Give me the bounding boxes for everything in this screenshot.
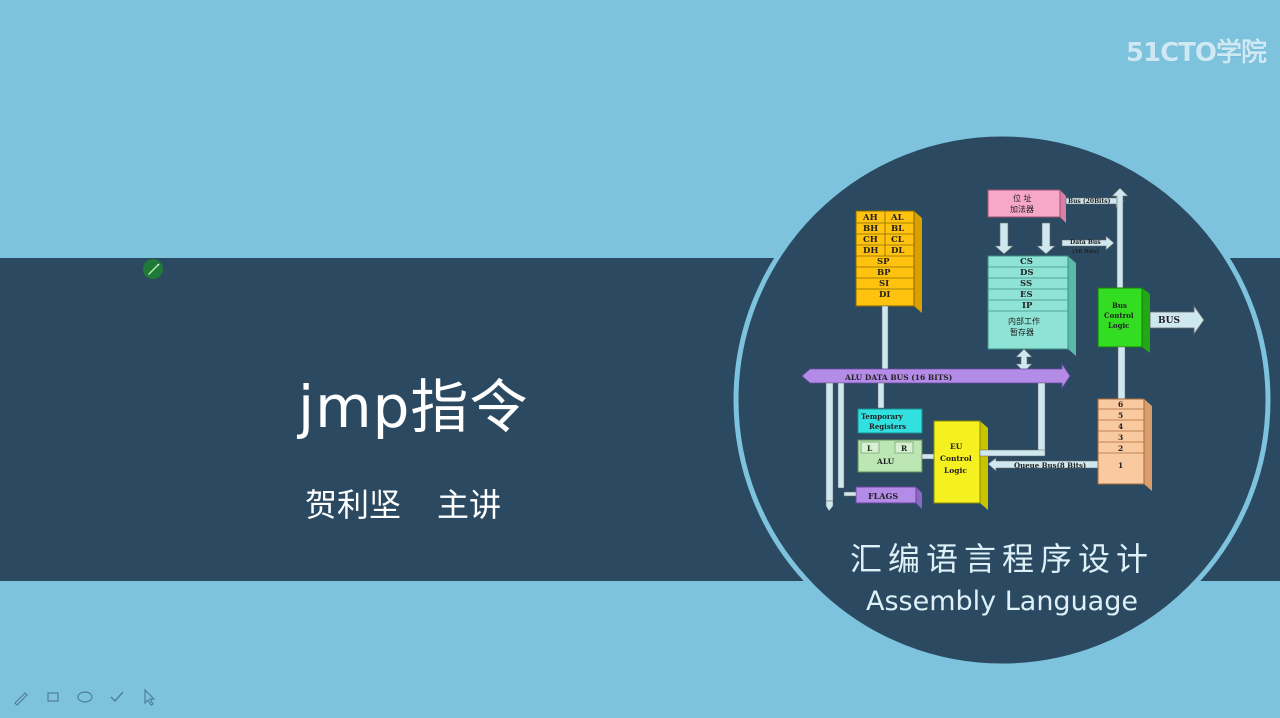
bus-control-2: Control [1104,311,1134,320]
alu-label: ALU [876,457,895,466]
temp-regs-1: Temporary [861,412,904,421]
queue-slot-6: 6 [1118,400,1123,409]
alu: L R ALU [857,439,923,473]
reg-bp: BP [877,268,891,278]
alu-data-bus-label: ALU DATA BUS (16 BITS) [844,373,952,382]
segment-registers: CS DS SS ES IP 内部工作 暂存器 [987,255,1076,356]
course-title-cn: 汇编语言程序设计 [850,540,1154,578]
bus-control-logic: Bus Control Logic [1097,287,1150,353]
course-title-en: Assembly Language [866,586,1138,617]
queue-slot-3: 3 [1118,433,1123,442]
reg-bh: BH [863,224,878,234]
circle-icon[interactable] [74,686,96,708]
alu-data-bus: ALU DATA BUS (16 BITS) [801,362,1071,390]
queue-slot-5: 5 [1118,411,1123,420]
reg-ah: AH [862,213,878,223]
seg-ds: DS [1020,268,1034,278]
eraser-icon[interactable] [42,686,64,708]
pen-icon[interactable] [10,686,32,708]
queue-bus-label: Queue Bus(8 Bits) [1014,461,1086,470]
presenter-name: 贺利坚 [305,486,402,524]
course-badge: AH AL BH BL CH CL DH DL SP BP SI DI 位 址 加法器 [730,128,1275,673]
flags-label: FLAGS [868,491,898,501]
seg-es: ES [1020,290,1033,300]
alu-l: L [867,444,873,453]
seg-ss: SS [1020,279,1032,289]
reg-sp: SP [877,257,890,267]
eu-control-logic: EU Control Logic [933,420,988,510]
seg-cs: CS [1020,257,1033,267]
bus-20-label: Bus (20Bits) [1068,198,1111,205]
queue-slot-4: 4 [1118,422,1123,431]
alu-r: R [901,444,908,453]
address-adder: 位 址 加法器 [987,189,1066,223]
bus-control-1: Bus [1112,301,1127,310]
general-registers: AH AL BH BL CH CL DH DL SP BP SI DI [855,210,922,313]
flags-register: FLAGS [855,486,922,509]
reg-al: AL [890,213,904,223]
reg-dh: DH [863,246,878,256]
slide-subtitle: 贺利坚主讲 [305,480,501,526]
adder-label-1: 位 址 [1013,193,1032,203]
reg-ch: CH [863,235,878,245]
check-icon[interactable] [106,686,128,708]
seg-ip: IP [1022,301,1033,311]
adder-label-2: 加法器 [1010,204,1034,214]
slide-title: jmp指令 [298,373,529,441]
internal-regs-1: 内部工作 [1008,316,1040,326]
presenter-role: 主讲 [437,486,502,524]
temporary-registers: Temporary Registers [857,408,923,434]
instruction-queue: 6 5 4 3 2 1 [1097,398,1152,491]
bus-external-label: BUS [1158,316,1180,326]
queue-slot-1: 1 [1118,461,1123,470]
bus-control-3: Logic [1108,321,1129,330]
eu-control-3: Logic [944,466,967,475]
data-bus-label: Data Bus [1070,239,1101,246]
watermark-logo: 51CTO学院 [1125,38,1267,68]
pen-cursor-icon [143,259,163,279]
eu-control-1: EU [950,442,963,451]
eu-control-2: Control [940,454,972,463]
temp-regs-2: Registers [869,422,906,431]
reg-si: SI [879,279,889,289]
queue-slot-2: 2 [1118,444,1123,453]
data-bus-bits: (16 Bits) [1072,248,1100,255]
reg-dl: DL [891,246,904,256]
reg-di: DI [879,290,890,300]
internal-regs-2: 暂存器 [1010,327,1034,337]
pointer-icon[interactable] [138,686,160,708]
reg-bl: BL [891,224,904,234]
reg-cl: CL [891,235,904,245]
annotation-toolbar [10,686,160,708]
